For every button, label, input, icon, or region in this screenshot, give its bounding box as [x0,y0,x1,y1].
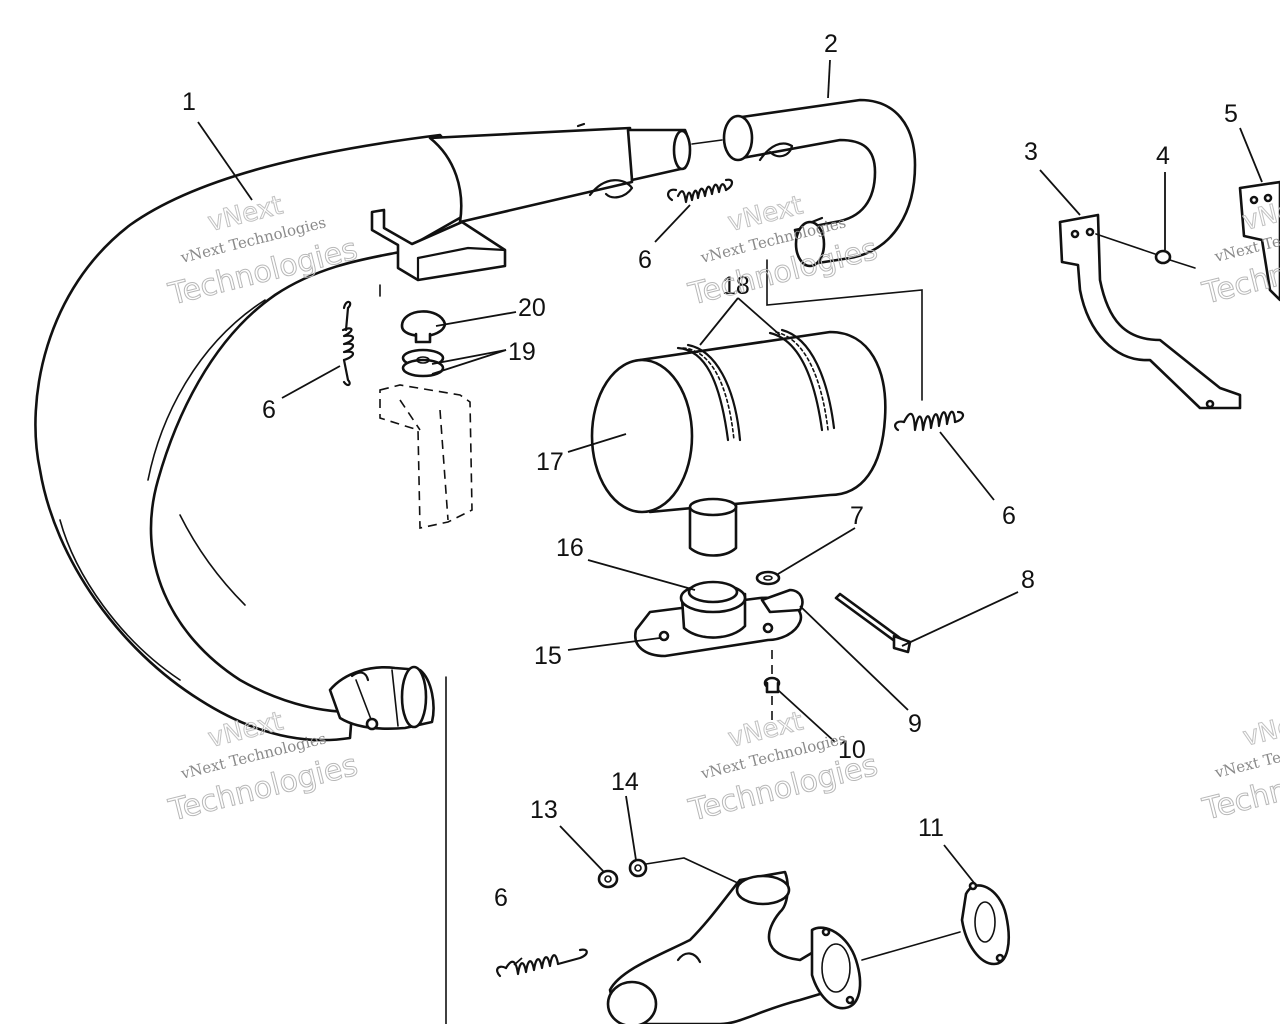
part-13-nut [597,869,619,889]
part-7-washer [755,570,781,586]
part-17-muffler [590,330,887,557]
dashed-reference-bracket [379,384,473,529]
callout-5: 5 [1224,100,1238,128]
callout-8: 8 [1021,566,1035,594]
callout-3: 3 [1024,138,1038,166]
callout-4: 4 [1156,142,1170,170]
part-1-exhaust-pipe [34,122,692,742]
callout-11: 11 [918,814,944,842]
callout-9: 9 [908,710,922,738]
callout-leader-lines [197,59,1263,966]
callout-labels: 1 2 3 4 5 6 6 6 6 7 8 9 10 11 13 14 15 1… [182,30,1238,912]
part-6-spring-lower [496,948,588,978]
part-18-clamp-bands [676,328,836,442]
callout-16: 16 [556,534,584,562]
callout-13: 13 [530,796,558,824]
part-6-spring-right [894,410,965,432]
watermark-vnext: vNext [1240,705,1280,752]
callout-1: 1 [182,88,196,116]
part-5-bracket [1238,180,1280,302]
watermark-top-center: vNext vNext Technologies Technologies [684,190,881,313]
part-16-gasket-ring [687,580,739,604]
part-2-u-bend-pipe [722,98,917,268]
callout-2: 2 [824,30,838,58]
y-pipe-assembly [606,870,862,1024]
watermark-bottom-center: vNext vNext Technologies Technologies [684,706,881,829]
callout-6b: 6 [262,396,276,424]
callout-20: 20 [518,294,546,322]
part-20-rubber-cap [400,310,447,344]
part-3-mounting-bracket [1058,213,1242,410]
callout-6c: 6 [1002,502,1016,530]
callout-14: 14 [611,768,639,796]
watermark-bottom-right: vNext vNext Technologies Technologies [1198,705,1280,828]
part-11-exhaust-gasket [861,881,1010,966]
part-10-bolt [763,650,781,722]
callout-17: 17 [536,448,564,476]
part-14-washer [628,857,741,885]
part-6-spring-upper [666,178,734,204]
part-6-spring-left [341,300,355,387]
callout-18: 18 [722,272,750,300]
callout-6a: 6 [638,246,652,274]
callout-15: 15 [534,642,562,670]
callout-10: 10 [838,736,866,764]
callout-6d: 6 [494,884,508,912]
callout-7: 7 [850,502,864,530]
callout-19: 19 [508,338,536,366]
part-4-bolt [1154,249,1196,269]
assembly-reference-lines [379,139,923,1024]
part-8-rod [834,592,912,654]
part-9-lock-tab [760,588,804,614]
